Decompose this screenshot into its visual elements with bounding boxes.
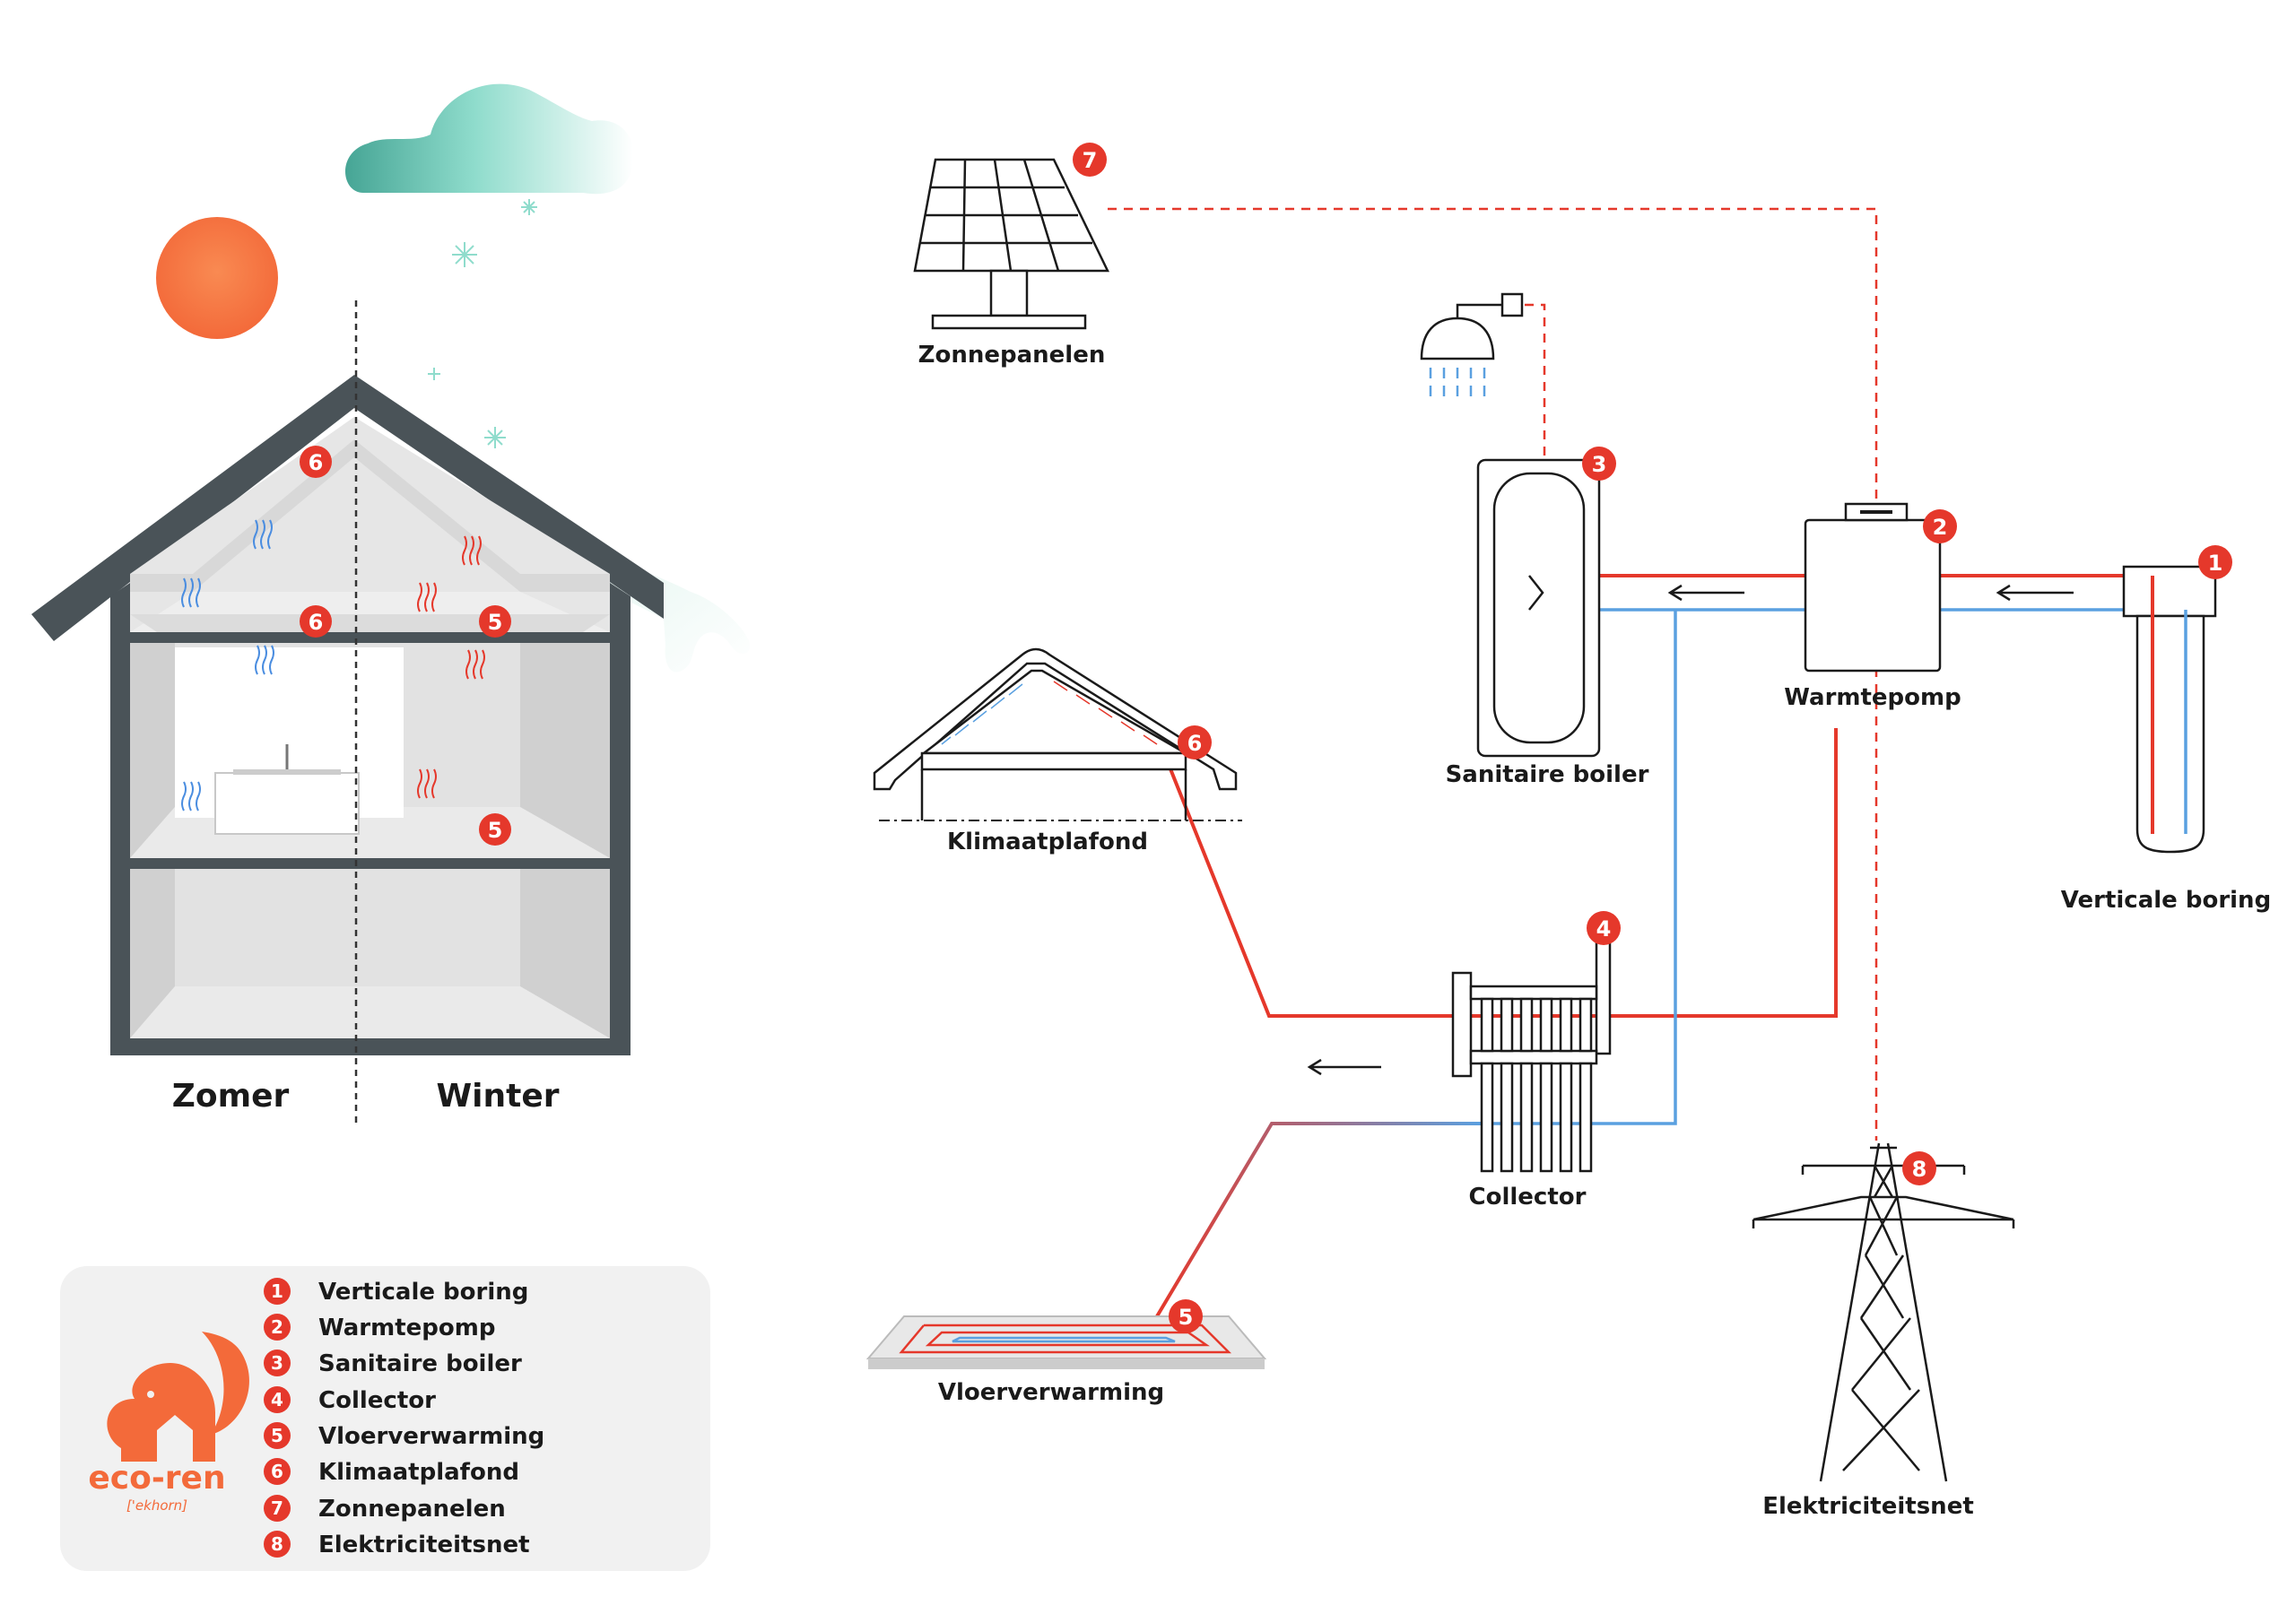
collector-manifold: [1451, 940, 1612, 1173]
svg-text:2: 2: [1933, 515, 1948, 540]
house-illustration: 6 6 5 5 Zomer Winter: [31, 83, 750, 1125]
logo-name: eco-ren: [88, 1460, 225, 1497]
flow-arrow-icon: [1307, 584, 2074, 1076]
squirrel-logo-icon: [107, 1332, 249, 1462]
badge-ceiling: 6: [1178, 725, 1212, 759]
label-verticale-boring: Verticale boring: [2061, 887, 2271, 914]
heating-arrows: [417, 535, 485, 799]
svg-text:Collector: Collector: [318, 1387, 436, 1414]
middle-floor: [130, 858, 610, 869]
svg-text:8: 8: [1912, 1157, 1927, 1182]
borehole-probe: [2122, 565, 2217, 854]
snowflake-icon: [428, 199, 537, 448]
house-roof: [31, 375, 664, 641]
legend-item: 6 Klimaatplafond: [264, 1458, 519, 1486]
badge-solar: 7: [1073, 143, 1107, 177]
label-collector: Collector: [1469, 1184, 1587, 1211]
badge-grid: 8: [1902, 1151, 1936, 1185]
svg-text:4: 4: [271, 1389, 283, 1410]
house-badge: 5: [479, 605, 511, 638]
legend-item: 1 Verticale boring: [264, 1278, 528, 1306]
svg-text:6: 6: [309, 610, 324, 635]
floor-heating: [865, 1315, 1267, 1369]
legend-item: 4 Collector: [264, 1386, 436, 1414]
svg-text:7: 7: [271, 1497, 283, 1519]
pylon-icon: [1752, 1142, 2015, 1482]
house-badge: 6: [300, 446, 332, 478]
attic-floor: [130, 632, 610, 643]
hot-pipe-borehole: [1940, 574, 2154, 834]
sun-icon: [156, 217, 278, 339]
svg-text:8: 8: [271, 1533, 283, 1555]
legend-item: 5 Vloerverwarming: [264, 1422, 544, 1450]
svg-text:2: 2: [271, 1316, 283, 1338]
badge-floor: 5: [1169, 1299, 1203, 1333]
svg-text:Vloerverwarming: Vloerverwarming: [318, 1423, 544, 1450]
svg-text:6: 6: [1187, 731, 1203, 756]
season-summer-label: Zomer: [172, 1078, 290, 1115]
svg-text:6: 6: [309, 450, 324, 475]
badge-boiler: 3: [1582, 447, 1616, 481]
legend: eco-ren ['ekhorn] 1 Verticale boring 2 W…: [60, 1266, 710, 1571]
svg-text:4: 4: [1596, 916, 1612, 942]
label-warmtepomp: Warmtepomp: [1784, 684, 1961, 711]
svg-text:Sanitaire boiler: Sanitaire boiler: [318, 1350, 522, 1377]
sink-cabinet: [214, 772, 360, 835]
svg-text:1: 1: [271, 1280, 283, 1302]
solar-panel-icon: [913, 158, 1109, 330]
label-sanitaire-boiler: Sanitaire boiler: [1446, 761, 1649, 788]
legend-item: 3 Sanitaire boiler: [264, 1350, 522, 1377]
svg-text:Elektriciteitsnet: Elektriciteitsnet: [318, 1532, 530, 1558]
pipes: [1108, 207, 2204, 1318]
logo-phonetic: ['ekhorn]: [126, 1497, 187, 1514]
house-badge: 5: [479, 813, 511, 846]
badge-collector: 4: [1587, 911, 1621, 945]
svg-text:Verticale boring: Verticale boring: [318, 1279, 528, 1306]
legend-item: 2 Warmtepomp: [264, 1314, 495, 1341]
heat-pump-unit: [1804, 502, 1942, 673]
label-vloerverwarming: Vloerverwarming: [938, 1379, 1164, 1406]
svg-text:5: 5: [1178, 1305, 1194, 1330]
label-elektriciteitsnet: Elektriciteitsnet: [1762, 1493, 1974, 1520]
label-klimaatplafond: Klimaatplafond: [947, 829, 1148, 855]
svg-text:1: 1: [2208, 551, 2223, 576]
label-zonnepanelen: Zonnepanelen: [918, 342, 1106, 369]
badge-heatpump: 2: [1923, 509, 1957, 543]
climate-ceiling: [873, 647, 1242, 821]
cloud-icon: [345, 83, 633, 195]
season-winter-label: Winter: [436, 1078, 559, 1115]
svg-text:Zonnepanelen: Zonnepanelen: [318, 1496, 506, 1523]
badge-borehole: 1: [2198, 545, 2232, 579]
svg-text:7: 7: [1083, 148, 1098, 173]
legend-item: 7 Zonnepanelen: [264, 1495, 506, 1523]
svg-text:5: 5: [488, 610, 503, 635]
cooling-arrows: [181, 519, 274, 812]
svg-text:3: 3: [271, 1352, 283, 1374]
floor-pipe: [1155, 1122, 1482, 1318]
attic-room: [130, 417, 610, 632]
shower-icon: [1420, 292, 1524, 396]
svg-text:Klimaatplafond: Klimaatplafond: [318, 1459, 519, 1486]
svg-text:Warmtepomp: Warmtepomp: [318, 1315, 495, 1341]
svg-text:5: 5: [271, 1425, 283, 1446]
svg-text:5: 5: [488, 818, 503, 843]
legend-item: 8 Elektriciteitsnet: [264, 1531, 530, 1558]
svg-text:3: 3: [1592, 452, 1607, 477]
house-badge: 6: [300, 605, 332, 638]
shower-connection: [1525, 303, 1546, 460]
boiler-tank: [1476, 458, 1601, 758]
svg-text:6: 6: [271, 1461, 283, 1482]
